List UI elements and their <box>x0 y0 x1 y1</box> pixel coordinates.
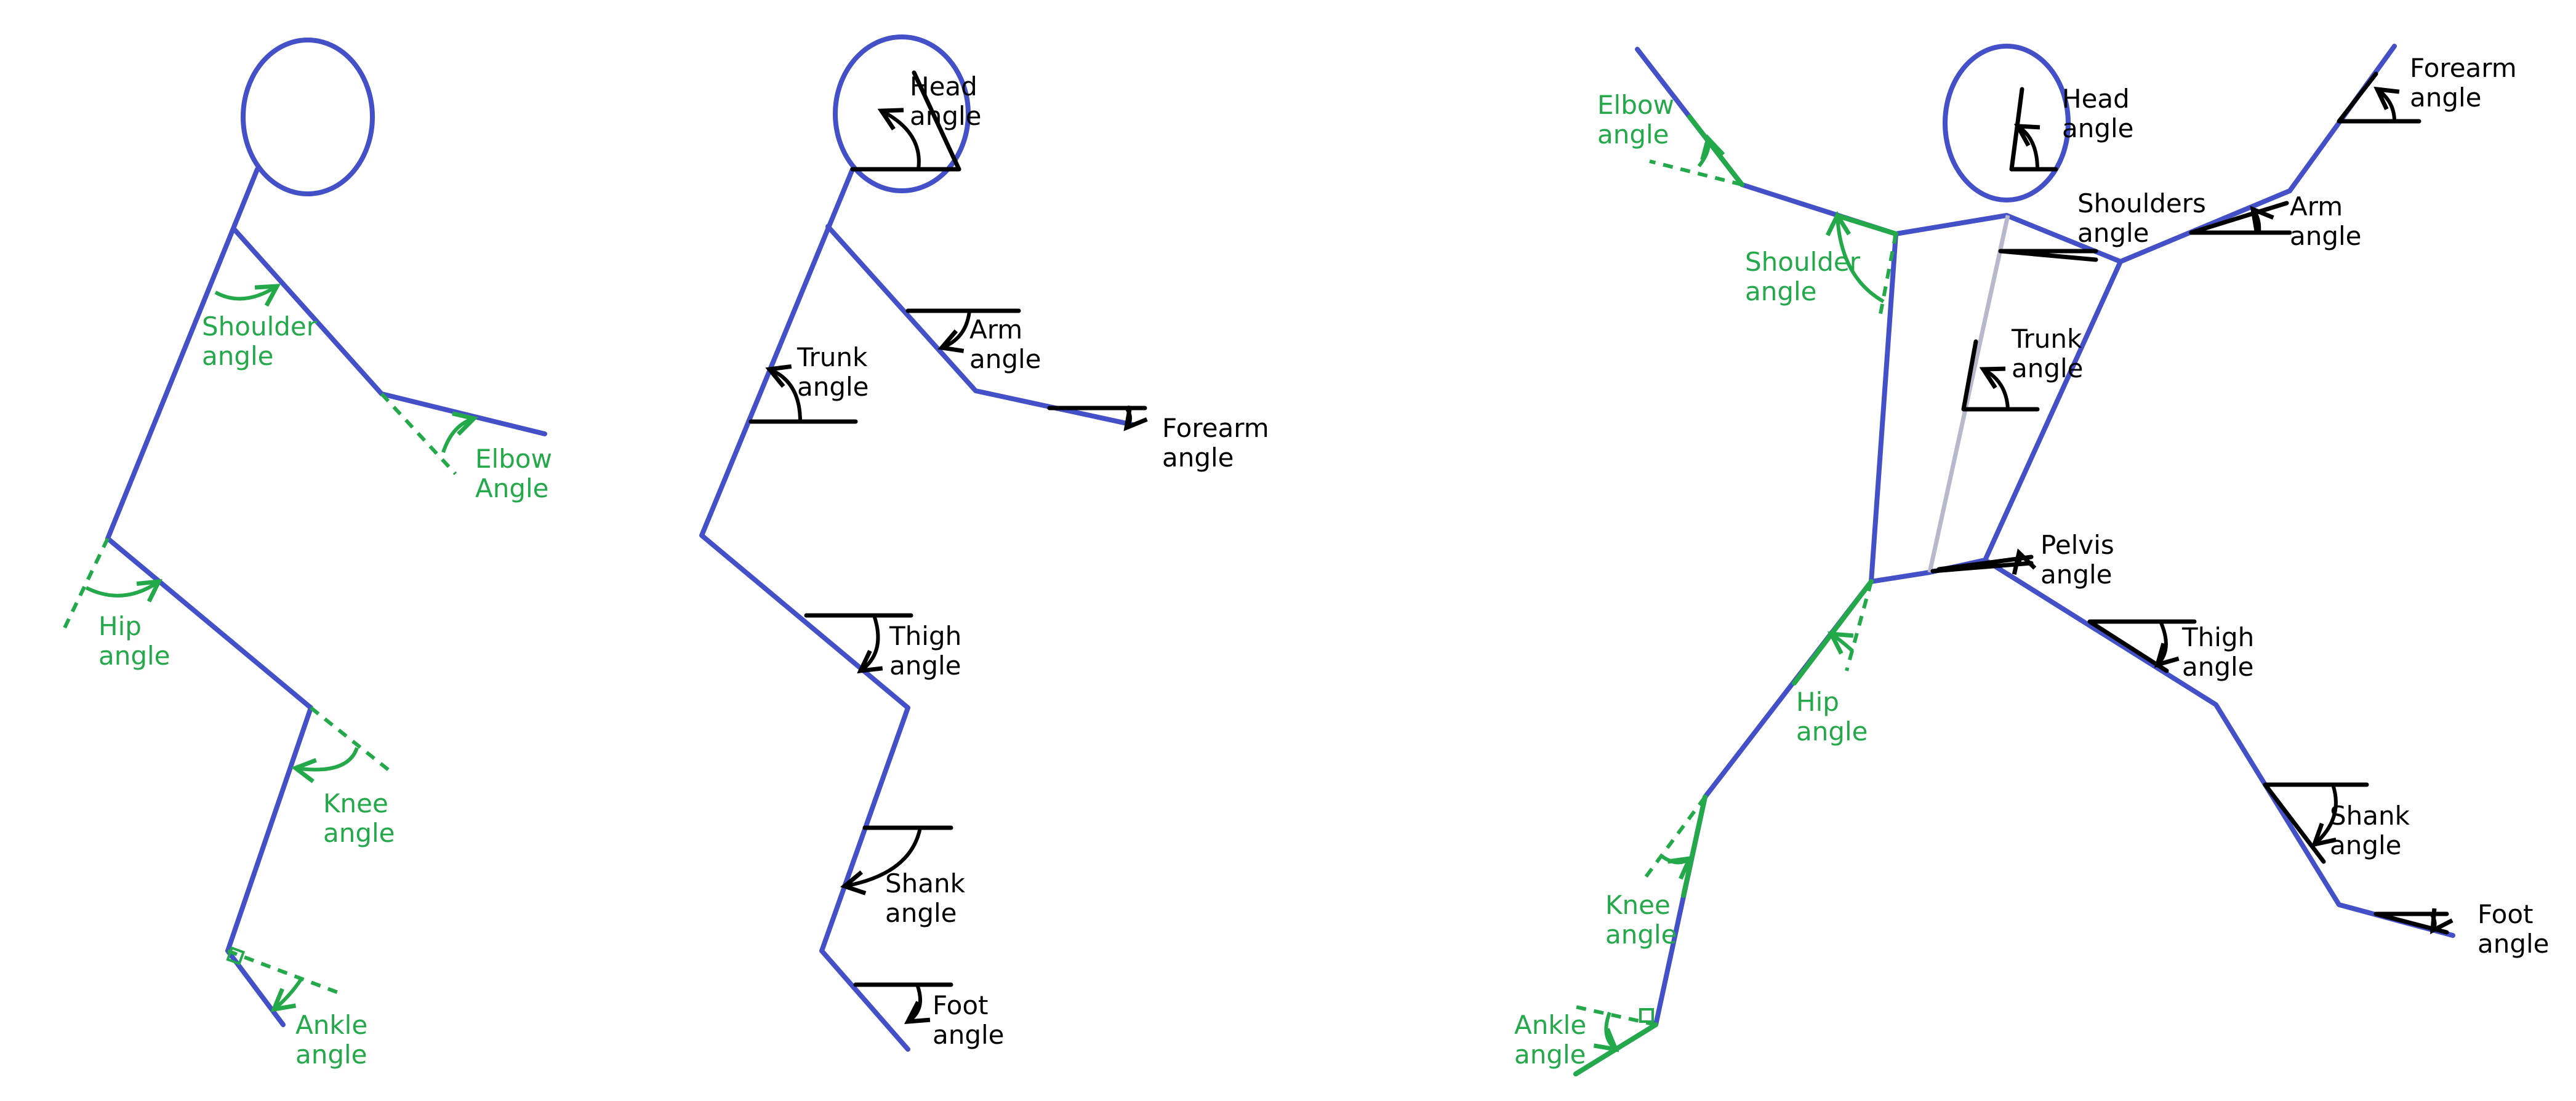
right-arm-arc <box>2253 209 2259 234</box>
middle-arm-chain <box>825 224 1135 427</box>
right-foot-arc <box>2430 914 2435 931</box>
right-thigh-marker <box>2087 619 2197 673</box>
right-arm-marker <box>2189 201 2292 235</box>
middle-thigh-arc <box>861 614 878 671</box>
middle-arm-arc <box>942 309 971 348</box>
right-shank-arc <box>2314 783 2338 844</box>
right-hip-arc <box>1831 634 1855 651</box>
middle-trunk-arc <box>769 369 802 423</box>
right-ankle-arc <box>1606 1011 1616 1049</box>
right-forearm-arc <box>2377 89 2394 123</box>
middle-forearm-arc <box>1126 408 1130 428</box>
middle-body-segments <box>699 34 1135 1052</box>
left-shoulder-arc <box>214 286 277 298</box>
middle-shank-arc <box>845 826 922 886</box>
right-shoulders-marker <box>1998 249 2098 262</box>
left-trunk-leg-chain <box>105 167 313 1027</box>
right-ankle-reference <box>1572 1004 1656 1027</box>
left-ankle-reference <box>227 949 343 996</box>
middle-foot-arc <box>908 983 920 1022</box>
left-elbow-reference <box>380 392 457 476</box>
right-hip-reference <box>1845 581 1873 671</box>
right-knee-arc <box>1659 854 1690 862</box>
right-left-leg <box>1573 579 1874 1076</box>
left-elbow-arc <box>441 418 474 453</box>
right-green-thigh <box>1792 579 1874 686</box>
right-ankle-right-angle <box>1639 1008 1654 1023</box>
right-elbow-arc <box>1697 138 1709 167</box>
middle-angle-markers <box>748 70 1145 1022</box>
right-trunk-marker <box>1961 339 2040 412</box>
left-knee-arc <box>295 747 359 770</box>
right-trunk-midline <box>1927 215 2010 573</box>
right-shank-marker <box>2263 782 2369 864</box>
right-forearm-marker <box>2337 71 2422 124</box>
right-dashed-references <box>1572 159 1898 1027</box>
left-dashed-references <box>63 392 457 996</box>
right-head-marker <box>2009 87 2058 172</box>
right-green-arcs <box>1606 138 1885 1049</box>
middle-head-arc <box>881 111 921 171</box>
left-head <box>241 38 375 196</box>
left-angle-arcs <box>85 286 474 1009</box>
left-hip-arc <box>85 582 159 596</box>
right-trunk-arc <box>1983 369 2010 411</box>
middle-head <box>833 34 971 193</box>
right-thigh-arc <box>2157 620 2166 665</box>
right-shoulder-arc <box>1837 215 1885 303</box>
right-green-forearm <box>1687 114 1744 187</box>
right-black-markers <box>1930 71 2447 935</box>
right-shoulder-reference <box>1879 233 1898 314</box>
right-head-arc <box>2018 126 2037 171</box>
middle-head-marker <box>850 70 961 172</box>
middle-trunk-leg-chain <box>699 167 910 1052</box>
left-body-segments <box>105 38 547 1027</box>
left-ankle-right-angle <box>226 946 246 966</box>
right-elbow-reference <box>1649 159 1743 186</box>
right-right-leg <box>1983 558 2455 938</box>
right-head <box>1943 44 2071 202</box>
right-green-arm <box>1838 214 1898 236</box>
right-pelvis-arc <box>2019 553 2020 563</box>
left-ankle-arc <box>274 977 303 1009</box>
left-knee-reference <box>310 706 395 776</box>
